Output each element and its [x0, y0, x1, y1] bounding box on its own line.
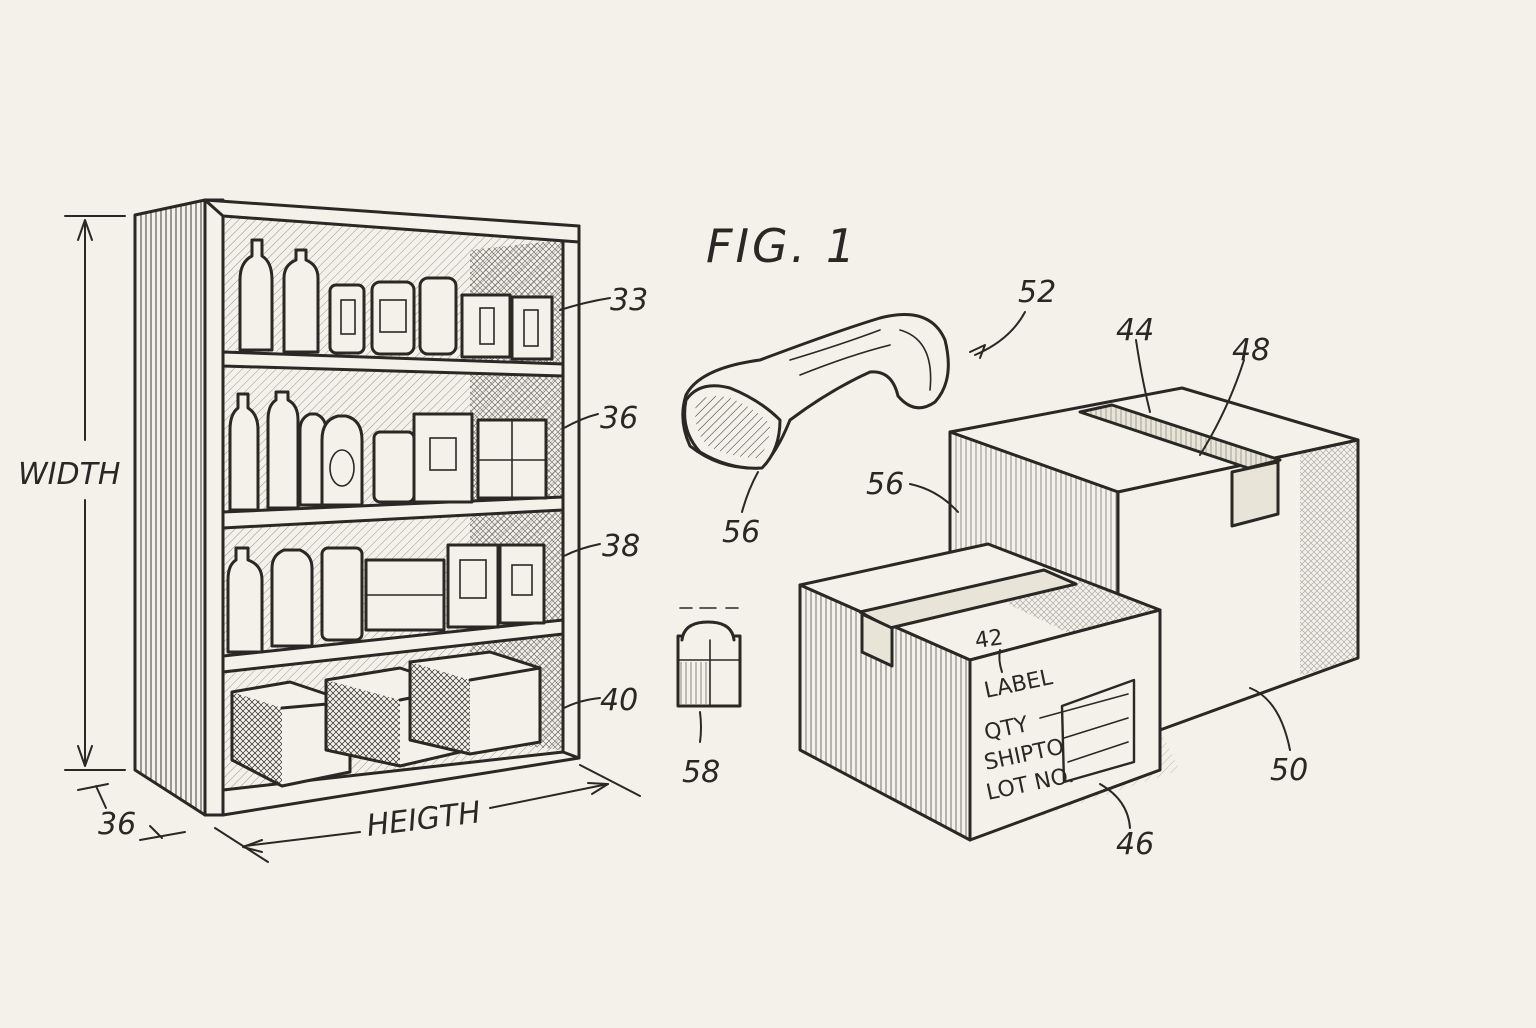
ref-44: 44 — [1116, 313, 1154, 348]
ref-36: 36 — [600, 401, 638, 436]
ref-46: 46 — [1116, 827, 1154, 862]
shelf-4-items — [230, 650, 542, 788]
ref-33: 33 — [610, 283, 648, 318]
front-box — [798, 542, 1180, 842]
figure-title: FIG. 1 — [706, 219, 858, 273]
shelf-3-items — [226, 543, 546, 654]
front-box-leaders — [998, 649, 1131, 829]
shelf-2-items — [228, 390, 548, 512]
ref-38: 38 — [602, 529, 640, 564]
ref-40: 40 — [600, 683, 638, 718]
shelf-leaders — [559, 297, 611, 709]
shelving-unit — [133, 198, 581, 817]
ref-42: 42 — [973, 625, 1004, 654]
rfid-tag — [676, 607, 742, 743]
ref-56-box: 56 — [866, 467, 904, 502]
back-box-leaders — [909, 339, 1291, 751]
depth-dimension — [77, 783, 186, 841]
ref-56-scanner: 56 — [722, 515, 760, 550]
height-label: HEIGTH — [365, 795, 483, 844]
handheld-scanner — [681, 313, 950, 470]
ref-52: 52 — [1018, 275, 1056, 310]
width-dimension — [64, 215, 126, 771]
depth-label: 36 — [98, 807, 136, 842]
scanner-leaders — [741, 311, 1026, 513]
width-label: WIDTH — [18, 457, 121, 492]
ref-50: 50 — [1270, 753, 1308, 788]
ref-58: 58 — [682, 755, 720, 790]
ref-48: 48 — [1232, 333, 1270, 368]
height-dimension — [214, 764, 641, 863]
shelf-1-items — [238, 238, 554, 361]
